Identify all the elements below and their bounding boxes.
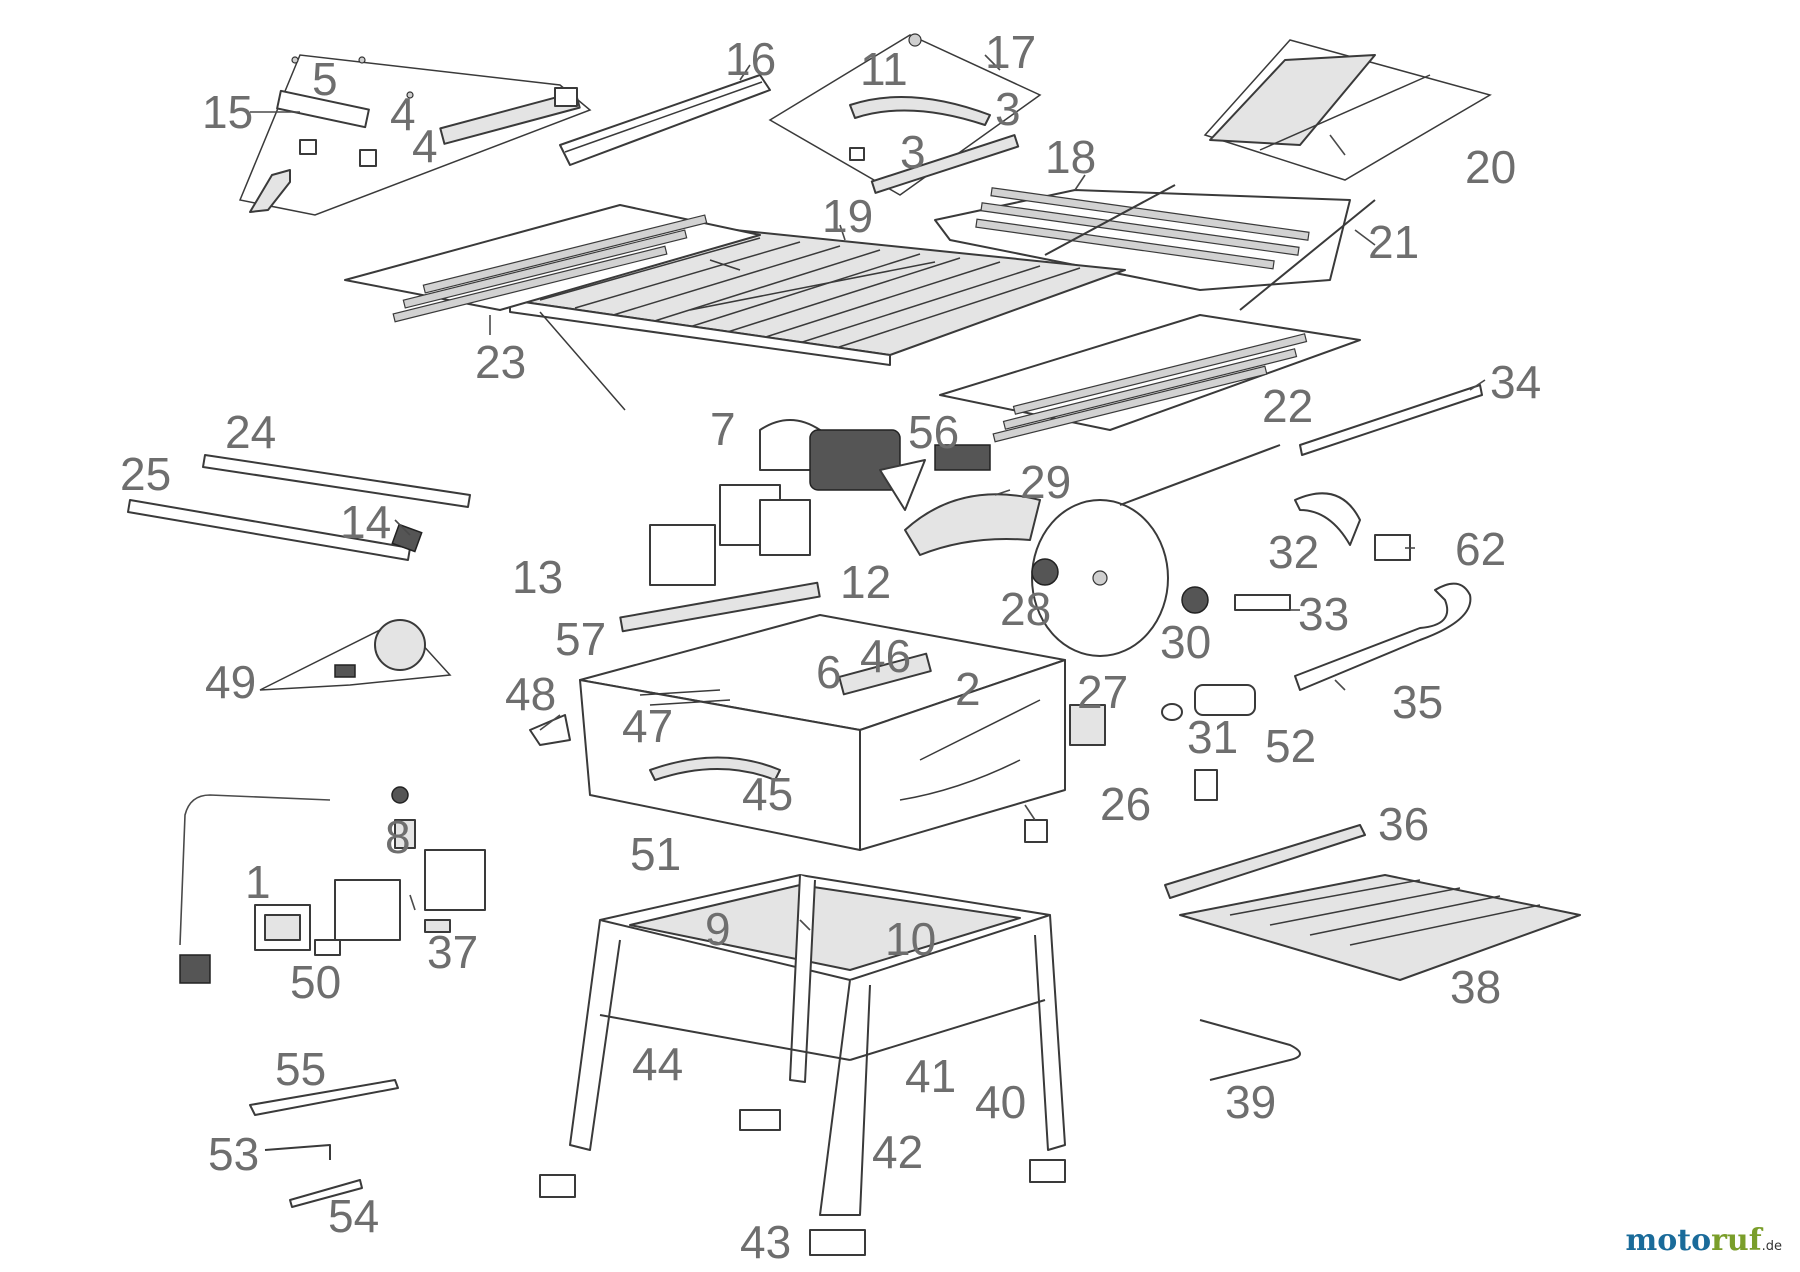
- part-label-12: 12: [840, 556, 891, 608]
- part-label-11: 11: [860, 43, 908, 95]
- part-label-10: 10: [885, 913, 936, 965]
- stand-frame: [539, 874, 1066, 1256]
- part-label-30: 30: [1160, 616, 1211, 668]
- brand-suffix: ruf: [1711, 1223, 1762, 1258]
- dust-cover-36: [1164, 824, 1366, 899]
- part-label-24: 24: [225, 406, 276, 458]
- brand-prefix: moto: [1625, 1223, 1712, 1258]
- part-label-53: 53: [208, 1128, 259, 1180]
- part-label-47: 47: [622, 700, 673, 752]
- saw-blade: [1031, 499, 1209, 657]
- part-label-27: 27: [1077, 666, 1128, 718]
- part-label-57: 57: [555, 613, 606, 665]
- part-label-6: 6: [816, 646, 842, 698]
- part-label-50: 50: [290, 956, 341, 1008]
- right-extension-table: [939, 314, 1361, 443]
- part-label-62: 62: [1455, 523, 1506, 575]
- part-label-20: 20: [1465, 141, 1516, 193]
- part-label-39: 39: [1225, 1076, 1276, 1128]
- fence-rail: [559, 74, 771, 166]
- part-label-7: 7: [710, 403, 736, 455]
- support-bars: [1044, 184, 1376, 311]
- part-label-25: 25: [120, 448, 171, 500]
- bottom-plate: [1179, 874, 1581, 981]
- part-label-17: 17: [985, 26, 1036, 78]
- dust-port: [1069, 684, 1256, 746]
- part-label-21: 21: [1368, 216, 1419, 268]
- leader-lines: [250, 54, 1486, 931]
- part-label-41: 41: [905, 1050, 956, 1102]
- part-label-32: 32: [1268, 526, 1319, 578]
- part-label-40: 40: [975, 1076, 1026, 1128]
- part-label-38: 38: [1450, 961, 1501, 1013]
- motor-assembly: [619, 419, 991, 633]
- part-label-42: 42: [872, 1126, 923, 1178]
- part-label-3b: 3: [900, 126, 926, 178]
- part-label-16: 16: [725, 33, 776, 85]
- part-label-4b: 4: [412, 120, 438, 172]
- part-label-35: 35: [1392, 676, 1443, 728]
- part-label-9: 9: [705, 903, 731, 955]
- part-label-45: 45: [742, 768, 793, 820]
- part-label-52: 52: [1265, 720, 1316, 772]
- part-label-26: 26: [1100, 778, 1151, 830]
- part-label-5: 5: [312, 53, 338, 105]
- lower-blade-guard: [904, 493, 1041, 556]
- hand-wheel-group: [259, 619, 452, 691]
- brand-logo: motoruf.de: [1625, 1223, 1782, 1258]
- rear-extension-table: [934, 187, 1351, 291]
- part-label-18: 18: [1045, 131, 1096, 183]
- blade-guard-group: [1203, 39, 1492, 181]
- part-label-29: 29: [1020, 456, 1071, 508]
- part-label-46: 46: [860, 630, 911, 682]
- housing-box: [579, 614, 1066, 851]
- part-label-22: 22: [1262, 380, 1313, 432]
- rear-bars: [1119, 384, 1483, 506]
- part-label-3a: 3: [995, 83, 1021, 135]
- side-rails: [127, 454, 471, 561]
- part-label-23: 23: [475, 336, 526, 388]
- part-label-4a: 4: [390, 88, 416, 140]
- tools: [249, 1079, 399, 1208]
- part-label-54: 54: [328, 1190, 379, 1242]
- part-label-28: 28: [1000, 583, 1051, 635]
- part-label-8: 8: [385, 811, 411, 863]
- part-label-13: 13: [512, 551, 563, 603]
- part-label-48: 48: [505, 668, 556, 720]
- part-label-36: 36: [1378, 798, 1429, 850]
- brace-39: [1199, 1019, 1301, 1081]
- left-extension-table: [344, 204, 761, 411]
- part-label-49: 49: [205, 656, 256, 708]
- part-label-2: 2: [955, 663, 981, 715]
- bracket-26: [1024, 769, 1218, 843]
- part-label-37: 37: [427, 926, 478, 978]
- part-label-31: 31: [1187, 711, 1238, 763]
- part-label-1: 1: [245, 856, 271, 908]
- bevel-lock: [391, 523, 423, 553]
- riving-knife-parts: [1234, 492, 1411, 611]
- part-label-34: 34: [1490, 356, 1541, 408]
- dust-hose: [1294, 582, 1472, 691]
- part-label-14: 14: [340, 496, 391, 548]
- part-label-33: 33: [1298, 588, 1349, 640]
- part-label-43: 43: [740, 1216, 791, 1268]
- rip-fence-hardware-group: [238, 54, 592, 216]
- part-label-56: 56: [908, 406, 959, 458]
- part-label-15: 15: [202, 86, 253, 138]
- brand-tld: .de: [1761, 1239, 1782, 1254]
- part-label-19: 19: [822, 190, 873, 242]
- part-label-44: 44: [632, 1038, 683, 1090]
- part-label-55: 55: [275, 1043, 326, 1095]
- part-label-51: 51: [630, 828, 681, 880]
- switch-box-group: [179, 786, 486, 984]
- miter-gauge-group: [768, 33, 1042, 196]
- part-number-labels: 1 2 3 3 4 4 5 6 7 8 9 10 11 12 13 14 15 …: [120, 26, 1541, 1268]
